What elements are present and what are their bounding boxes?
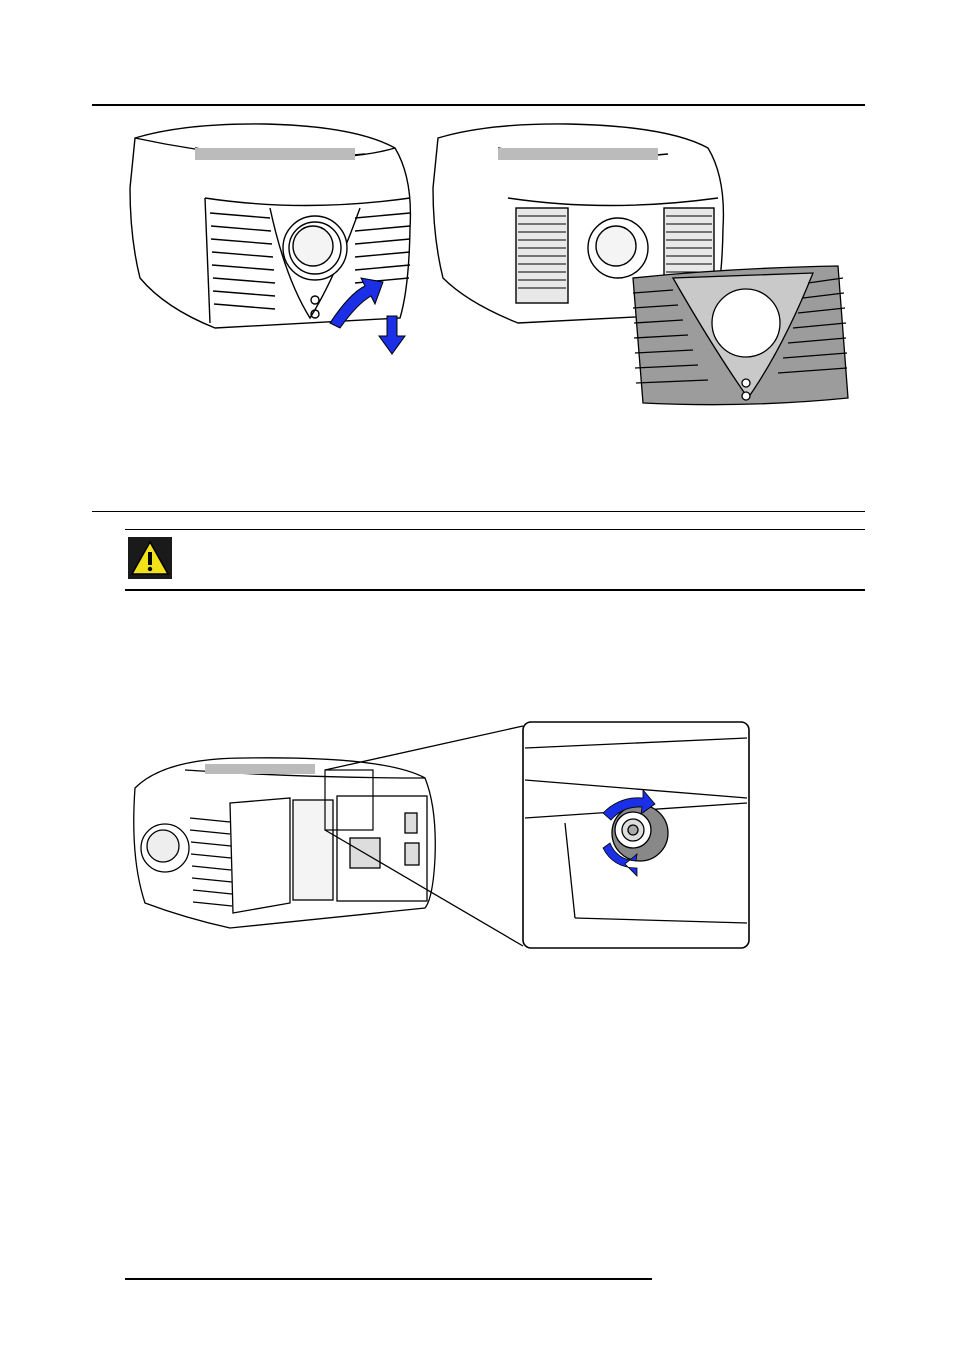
header-rule bbox=[92, 104, 865, 106]
projector-cover-removed-figure bbox=[428, 118, 858, 413]
footer-rule bbox=[125, 1278, 652, 1280]
caution-triangle-icon bbox=[128, 537, 172, 579]
projector-front-cover-figure bbox=[125, 118, 420, 358]
caution-top-rule bbox=[125, 529, 865, 530]
section-rule bbox=[92, 511, 865, 512]
caution-bottom-rule bbox=[125, 589, 865, 591]
projector-rear-lock-figure bbox=[125, 718, 755, 953]
